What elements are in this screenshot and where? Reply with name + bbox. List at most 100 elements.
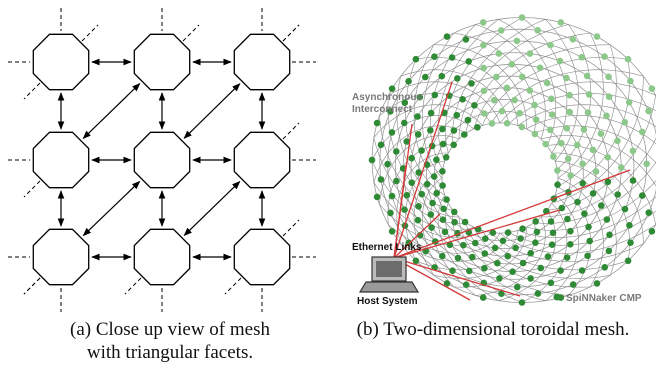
torus-link — [551, 152, 644, 244]
torus-link — [546, 144, 656, 225]
torus-node — [499, 237, 507, 245]
torus-node — [449, 267, 456, 275]
torus-node — [563, 74, 570, 82]
torus-link — [430, 24, 476, 170]
torus-node — [479, 294, 487, 301]
mesh-diagram — [8, 8, 316, 312]
torus-link — [453, 222, 536, 288]
torus-ring — [441, 122, 559, 234]
torus-node — [626, 222, 633, 229]
torus-node — [508, 61, 516, 68]
torus-node — [645, 209, 652, 216]
torus-node — [429, 199, 436, 207]
torus-node — [593, 280, 601, 287]
mesh-node — [32, 33, 90, 91]
torus-node — [439, 252, 446, 260]
torus-node — [549, 229, 557, 237]
torus-node — [518, 73, 526, 81]
torus-link — [533, 125, 656, 164]
mesh-link — [183, 180, 241, 237]
torus-node — [536, 64, 544, 72]
torus-node — [621, 205, 629, 213]
torus-node — [481, 264, 488, 272]
torus-node — [443, 196, 450, 203]
torus-node — [431, 53, 438, 60]
torus-ring — [410, 75, 610, 265]
torus-ring — [425, 99, 584, 249]
torus-node — [427, 127, 434, 134]
torus-node — [569, 281, 577, 288]
torus-node — [442, 154, 450, 161]
torus-node — [648, 85, 656, 92]
torus-node — [514, 283, 521, 291]
torus-node — [408, 154, 416, 162]
torus-link — [371, 159, 474, 231]
torus-node — [598, 202, 605, 209]
torus-node — [583, 72, 591, 80]
torus-node — [368, 156, 376, 164]
torus-link — [421, 32, 455, 179]
mesh-boundary-links — [8, 8, 316, 312]
torus-node — [495, 50, 503, 57]
torus-node — [414, 113, 421, 120]
torus-node — [584, 109, 592, 116]
torus-node — [526, 50, 534, 57]
mesh-links — [57, 58, 266, 261]
torus-node — [518, 123, 526, 131]
torus-link — [551, 76, 644, 204]
torus-node — [377, 176, 385, 183]
mesh-boundary-dash — [23, 82, 41, 100]
mesh-node — [133, 131, 191, 189]
torus-node — [625, 99, 633, 106]
torus-node — [566, 108, 573, 116]
torus-node — [645, 107, 652, 115]
torus-node — [498, 290, 505, 298]
mesh-boundary-dash — [282, 219, 300, 237]
torus-node — [401, 99, 409, 106]
torus-node — [384, 160, 391, 168]
torus-node — [605, 73, 612, 81]
torus-node — [603, 112, 610, 120]
torus-node — [416, 93, 424, 101]
torus-node — [558, 139, 565, 147]
ethernet-link — [393, 169, 631, 259]
torus-node — [547, 279, 555, 287]
torus-node — [554, 181, 561, 188]
torus-node — [629, 177, 637, 184]
torus-node — [589, 190, 597, 197]
torus-node — [471, 102, 478, 109]
mesh-boundary-dash — [282, 122, 300, 140]
torus-node — [401, 119, 408, 127]
torus-node — [511, 96, 518, 104]
torus-node — [627, 77, 634, 85]
mesh-boundary-dash — [23, 277, 41, 295]
torus-node — [504, 252, 512, 260]
torus-node — [418, 147, 425, 154]
mesh-node — [32, 131, 90, 189]
torus-node — [412, 55, 420, 63]
ethernet-link — [393, 257, 521, 297]
torus-node — [516, 110, 523, 117]
torus-node — [439, 216, 447, 223]
torus-node — [537, 264, 545, 272]
torus-node — [621, 119, 629, 126]
torus-node — [474, 124, 481, 131]
torus-link — [557, 177, 604, 288]
torus-node — [388, 85, 396, 92]
torus-node — [579, 160, 586, 168]
torus-link — [405, 59, 445, 196]
torus-node — [579, 180, 586, 187]
torus-link — [526, 115, 656, 145]
torus-node — [580, 126, 588, 133]
mesh-link — [82, 83, 141, 139]
torus-node — [468, 80, 475, 87]
torus-node — [451, 208, 458, 216]
torus-node — [604, 178, 612, 186]
torus-node — [498, 107, 506, 115]
torus-node — [643, 160, 650, 168]
torus-node — [377, 141, 385, 149]
torus-node — [441, 228, 449, 236]
torus-node — [462, 281, 470, 289]
torus-node — [415, 203, 422, 210]
torus-node — [603, 216, 611, 223]
